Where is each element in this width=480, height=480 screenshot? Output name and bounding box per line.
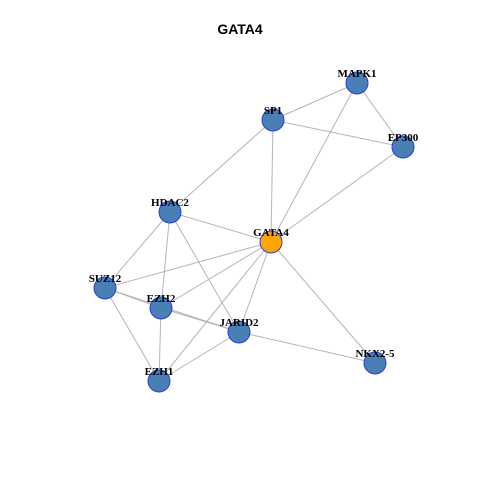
node-ezh2[interactable] [149,296,173,320]
node-label-ep300: EP300 [388,132,419,144]
edge-sp1-ep300 [272,119,404,148]
edge-hdac2-jarid2 [169,211,240,333]
edge-gata4-ezh2 [160,241,272,309]
edge-jarid2-nkx2-5 [238,331,376,364]
node-nkx2-5[interactable] [363,351,387,375]
node-label-gata4: GATA4 [253,227,289,239]
node-label-ezh2: EZH2 [147,293,176,305]
edge-layer [104,82,404,382]
edge-suz12-ezh1 [104,287,160,382]
node-suz12[interactable] [93,276,117,300]
edge-hdac2-suz12 [104,211,171,289]
edge-sp1-hdac2 [169,119,274,213]
edge-ezh2-jarid2 [160,307,240,333]
edge-gata4-ezh1 [158,241,272,382]
label-layer: MAPK1SP1EP300HDAC2GATA4SUZ12EZH2JARID2NK… [89,68,419,378]
node-label-mapk1: MAPK1 [337,68,376,80]
edge-jarid2-ezh1 [158,331,240,382]
node-ep300[interactable] [391,135,415,159]
edge-ezh2-ezh1 [158,307,162,382]
edge-hdac2-ezh2 [160,211,171,309]
edge-gata4-nkx2-5 [270,241,376,364]
edge-sp1-gata4 [270,119,274,243]
node-gata4[interactable] [259,230,283,254]
graph-title: GATA4 [217,21,263,37]
node-ezh1[interactable] [147,369,171,393]
node-hdac2[interactable] [158,200,182,224]
node-label-ezh1: EZH1 [145,366,174,378]
node-jarid2[interactable] [227,320,251,344]
edge-hdac2-gata4 [169,211,272,243]
edge-gata4-jarid2 [238,241,272,333]
edge-gata4-suz12 [104,241,272,289]
edge-mapk1-gata4 [270,82,358,243]
edge-mapk1-ep300 [356,82,404,148]
edge-ep300-gata4 [270,146,404,243]
edge-mapk1-sp1 [272,82,358,121]
node-layer [93,71,415,393]
node-label-jarid2: JARID2 [219,317,259,329]
node-label-suz12: SUZ12 [89,273,122,285]
node-label-hdac2: HDAC2 [151,197,189,209]
node-sp1[interactable] [261,108,285,132]
node-label-nkx2-5: NKX2-5 [355,348,395,360]
node-mapk1[interactable] [345,71,369,95]
node-label-sp1: SP1 [264,105,282,117]
